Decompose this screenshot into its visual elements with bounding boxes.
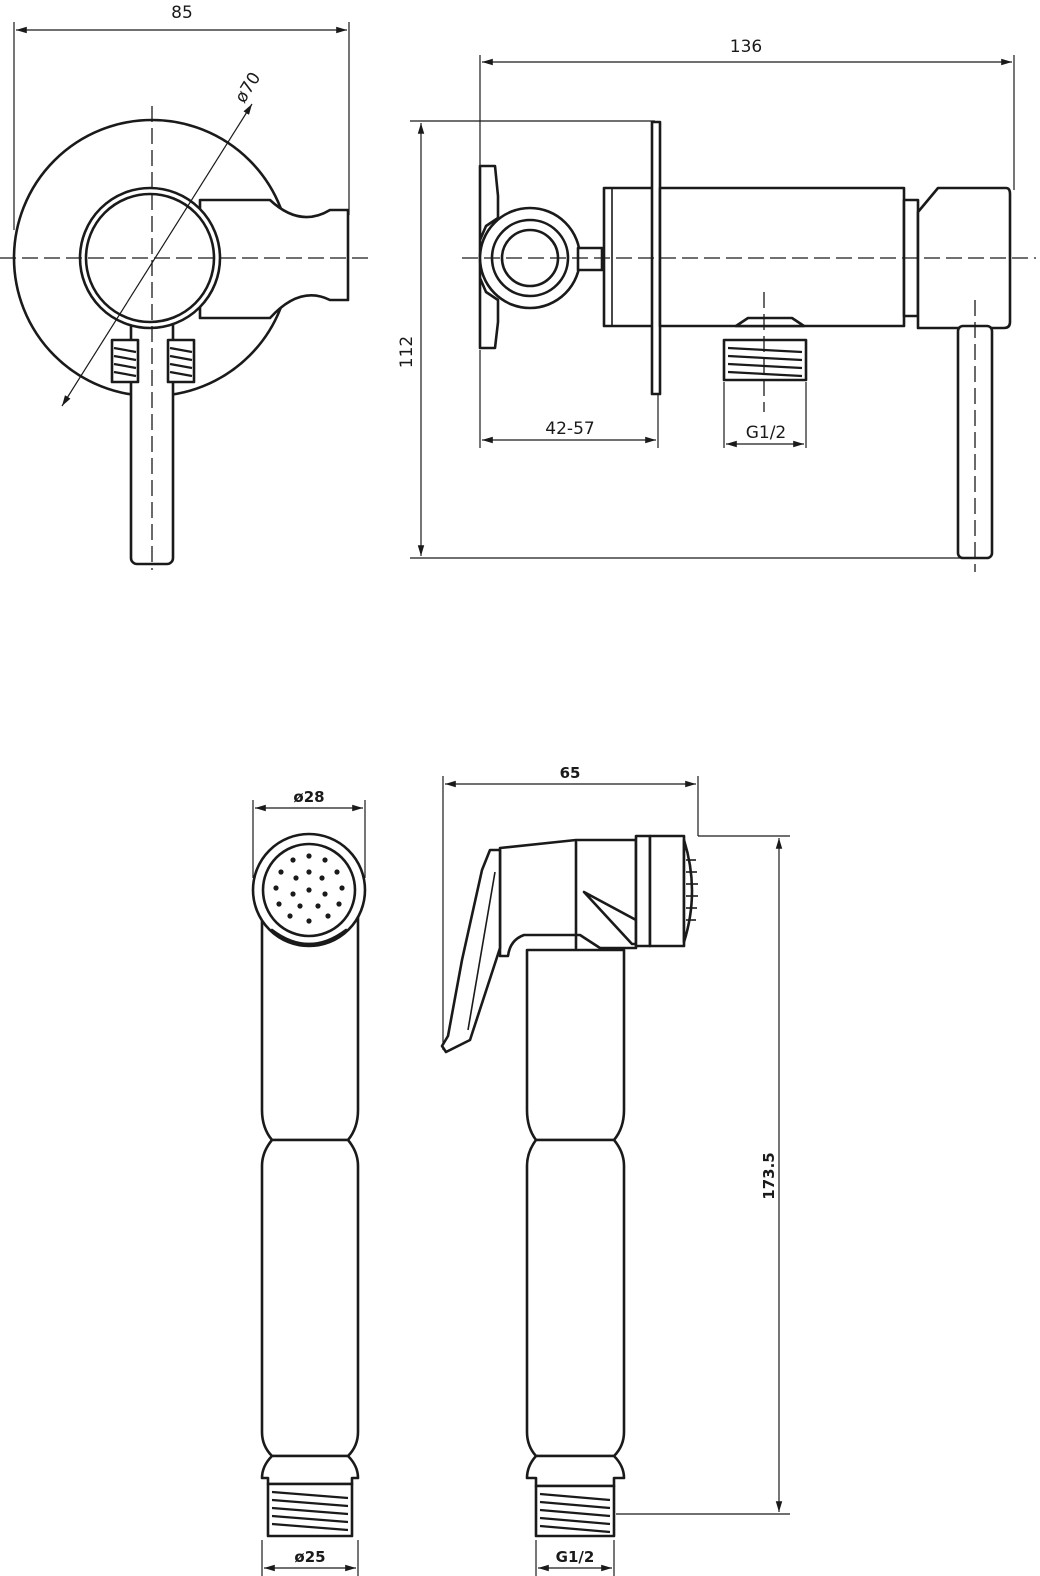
right-thread-connector <box>166 338 196 384</box>
side-head-body <box>498 838 638 958</box>
side-base-thread <box>534 1484 616 1538</box>
side-upper-body <box>525 948 626 1142</box>
spray-head-neck <box>270 928 348 946</box>
trigger-lever <box>440 848 502 1054</box>
spindle <box>576 246 604 272</box>
handle-bottom-cap <box>260 1454 360 1486</box>
dimension-136-label: 136 <box>730 37 762 57</box>
top-thread-label: G1/2 <box>746 423 787 443</box>
dimension-85-label: 85 <box>171 3 193 23</box>
diameter-70-label: ø70 <box>231 69 265 107</box>
hand-shower-side-view: 65 173.5 <box>440 764 790 1576</box>
spray-face <box>682 838 694 944</box>
width-65-label: 65 <box>560 764 581 782</box>
spray-head-inner <box>261 842 357 938</box>
side-grip <box>525 1138 626 1458</box>
height-173-5-label: 173.5 <box>760 1152 778 1199</box>
mixer-body <box>658 186 906 328</box>
outlet-nut <box>734 316 806 328</box>
mixer-front-view: 85 ø70 <box>0 3 372 570</box>
spray-head-side <box>648 834 686 948</box>
handle-grip <box>260 1138 360 1458</box>
mixer-side-view: 136 112 <box>397 37 1036 572</box>
bottom-thread-label: G1/2 <box>556 1548 595 1566</box>
base-diameter-label: ø25 <box>294 1548 325 1566</box>
spray-face-nozzles <box>686 859 698 921</box>
mounting-bracket <box>478 164 500 350</box>
dimension-42-57-label: 42-57 <box>545 419 594 439</box>
outlet-thread <box>722 338 808 382</box>
spray-collar <box>634 834 652 948</box>
hose-holder-arm <box>198 198 350 320</box>
side-bottom-cap <box>525 1454 626 1488</box>
trigger-inner-line <box>467 871 496 1031</box>
spray-nozzles <box>273 853 345 924</box>
lever-head <box>916 186 1012 330</box>
hand-shower-front-view: ø28 <box>251 788 367 1576</box>
dimension-112-label: 112 <box>397 336 417 368</box>
left-thread-connector <box>110 338 140 384</box>
head-diameter-label: ø28 <box>293 788 324 806</box>
handle-base-thread <box>266 1482 354 1538</box>
